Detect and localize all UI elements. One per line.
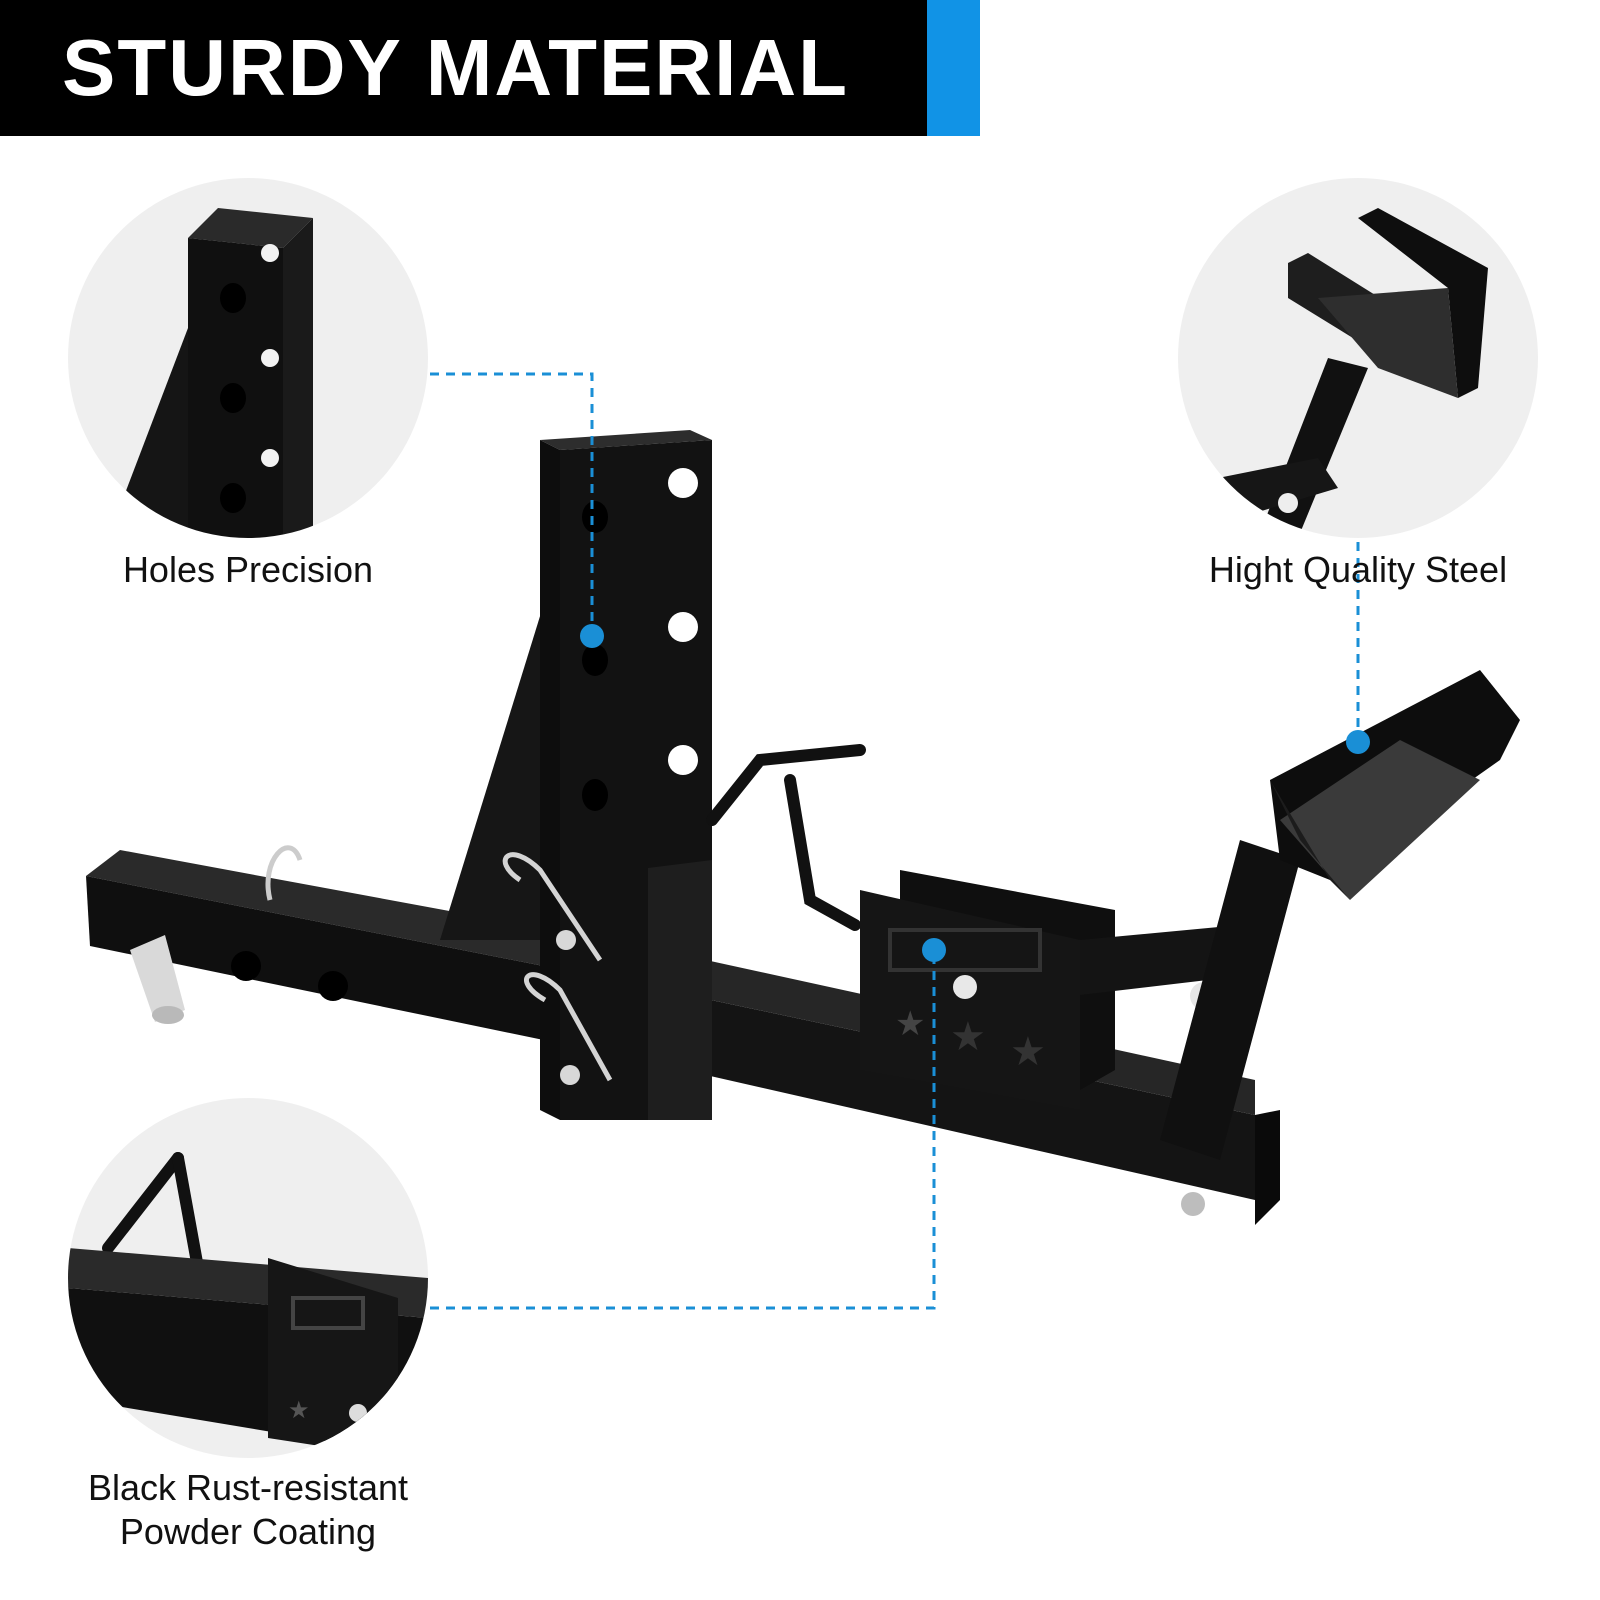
hitch-pin bbox=[130, 845, 303, 1024]
wheel-cradle bbox=[1270, 670, 1520, 900]
feature-label-coating-line2: Powder Coating bbox=[119, 1511, 377, 1552]
header-accent-bar bbox=[927, 0, 980, 136]
wheel-cradle-icon bbox=[1218, 208, 1488, 538]
callout-dots bbox=[580, 624, 1370, 962]
svg-text:★: ★ bbox=[950, 1014, 986, 1060]
page-title: STURDY MATERIAL bbox=[62, 23, 850, 112]
header-banner: STURDY MATERIAL bbox=[0, 0, 927, 136]
feature-label-holes: Holes Precision bbox=[122, 549, 374, 590]
feature-circle-steel bbox=[1178, 178, 1538, 538]
support-arm bbox=[1080, 840, 1300, 1160]
bracket-handle-icon: ★ bbox=[68, 1152, 428, 1458]
hairpin-clips bbox=[502, 852, 613, 1085]
square-tube-holes-icon bbox=[108, 208, 313, 538]
feature-circle-holes bbox=[68, 178, 428, 538]
callout-lines bbox=[398, 372, 1360, 1310]
svg-text:★: ★ bbox=[1010, 1029, 1046, 1075]
lock-handle bbox=[706, 744, 866, 931]
feature-label-coating-line1: Black Rust-resistant bbox=[87, 1467, 409, 1508]
feature-circle-coating: ★ bbox=[68, 1098, 428, 1458]
svg-text:★: ★ bbox=[895, 1004, 925, 1044]
feature-label-coating: Black Rust-resistant Powder Coating bbox=[38, 1466, 458, 1554]
feature-label-steel: Hight Quality Steel bbox=[1208, 549, 1508, 590]
adjustment-bracket: ★ ★ ★ bbox=[860, 870, 1115, 1110]
svg-text:★: ★ bbox=[288, 1396, 310, 1424]
